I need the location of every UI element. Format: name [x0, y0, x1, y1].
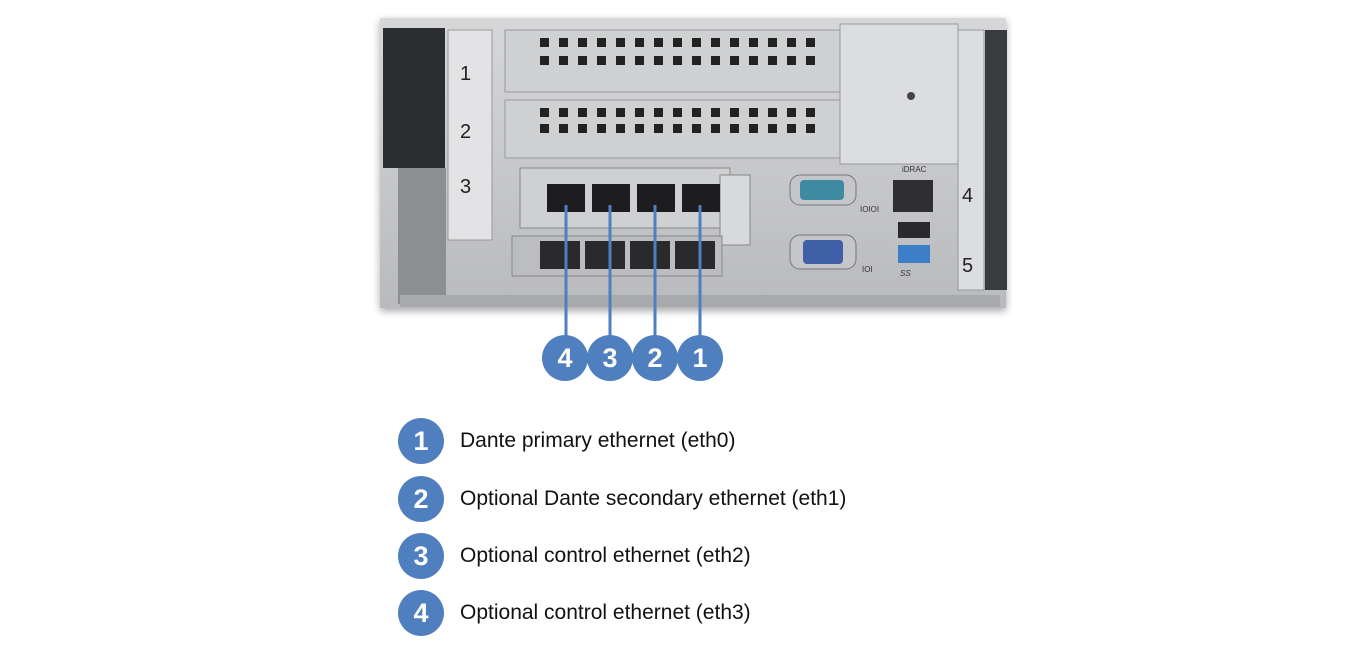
- vent-hole: [616, 38, 625, 47]
- vent-hole: [559, 38, 568, 47]
- vent-hole: [540, 38, 549, 47]
- legend-text: Optional control ethernet (eth2): [460, 544, 751, 567]
- vent-hole: [559, 124, 568, 133]
- slot-label: 2: [460, 121, 471, 143]
- legend-badge: 1: [398, 418, 444, 464]
- vent-hole: [578, 38, 587, 47]
- vent-hole: [749, 124, 758, 133]
- vent-hole: [654, 56, 663, 65]
- vent-hole: [578, 108, 587, 117]
- callout-badge-2: 2: [632, 335, 678, 381]
- vent-hole: [635, 38, 644, 47]
- vent-hole: [749, 38, 758, 47]
- vent-hole: [578, 56, 587, 65]
- vent-hole: [673, 38, 682, 47]
- vga-label: IOI: [862, 265, 873, 274]
- sfp-port: [630, 241, 670, 269]
- vent-hole: [730, 38, 739, 47]
- vent-hole: [692, 56, 701, 65]
- vent-hole: [540, 56, 549, 65]
- server-chassis: 1 2 3 4 5 iDRAC IOIOI IOI SS: [380, 18, 1007, 308]
- slot-label: 3: [460, 176, 471, 198]
- vent-hole: [578, 124, 587, 133]
- usb3-label: SS: [900, 269, 911, 278]
- vent-hole: [730, 108, 739, 117]
- legend-text: Optional control ethernet (eth3): [460, 601, 751, 624]
- slot-label: 4: [962, 185, 973, 207]
- vent-hole: [787, 56, 796, 65]
- vent-hole: [654, 108, 663, 117]
- vent-hole: [806, 108, 815, 117]
- vent-hole: [597, 38, 606, 47]
- vent-hole: [711, 108, 720, 117]
- vent-hole: [711, 124, 720, 133]
- vent-hole: [673, 108, 682, 117]
- sfp-port: [585, 241, 625, 269]
- vent-hole: [749, 108, 758, 117]
- legend-text: Dante primary ethernet (eth0): [460, 429, 736, 452]
- sfp-port: [675, 241, 715, 269]
- vent-hole: [806, 124, 815, 133]
- vent-hole: [559, 108, 568, 117]
- vent-hole: [540, 124, 549, 133]
- vent-hole: [616, 124, 625, 133]
- legend-text: Optional Dante secondary ethernet (eth1): [460, 487, 847, 510]
- slot-label: 1: [460, 63, 471, 85]
- vent-hole: [806, 38, 815, 47]
- vent-hole: [730, 56, 739, 65]
- vent-hole: [635, 108, 644, 117]
- slot-label: 5: [962, 255, 973, 277]
- vent-hole: [749, 56, 758, 65]
- vent-hole: [787, 108, 796, 117]
- vent-hole: [692, 38, 701, 47]
- vent-hole: [540, 108, 549, 117]
- vent-hole: [597, 56, 606, 65]
- vent-hole: [635, 56, 644, 65]
- vent-hole: [730, 124, 739, 133]
- vent-hole: [768, 56, 777, 65]
- callout-badge-1: 1: [677, 335, 723, 381]
- callout-lines: [564, 205, 702, 340]
- vent-hole: [768, 124, 777, 133]
- serial-label: IOIOI: [860, 205, 879, 214]
- vent-hole: [616, 56, 625, 65]
- callout-badge-4: 4: [542, 335, 588, 381]
- vent-hole: [673, 56, 682, 65]
- legend-badge: 2: [398, 476, 444, 522]
- vent-hole: [654, 38, 663, 47]
- legend-badge: 3: [398, 533, 444, 579]
- vent-hole: [597, 108, 606, 117]
- vent-hole: [787, 38, 796, 47]
- vent-hole: [654, 124, 663, 133]
- vent-hole: [559, 56, 568, 65]
- idrac-label: iDRAC: [902, 165, 927, 174]
- legend-badge: 4: [398, 590, 444, 636]
- vent-hole: [787, 124, 796, 133]
- vent-hole: [597, 124, 606, 133]
- vent-hole: [768, 38, 777, 47]
- sfp-port: [540, 241, 580, 269]
- vent-hole: [692, 124, 701, 133]
- vent-hole: [768, 108, 777, 117]
- vent-hole: [673, 124, 682, 133]
- vent-hole: [711, 56, 720, 65]
- vent-hole: [616, 108, 625, 117]
- vent-hole: [635, 124, 644, 133]
- callout-badge-3: 3: [587, 335, 633, 381]
- vent-hole: [711, 38, 720, 47]
- vent-hole: [692, 108, 701, 117]
- vent-hole: [806, 56, 815, 65]
